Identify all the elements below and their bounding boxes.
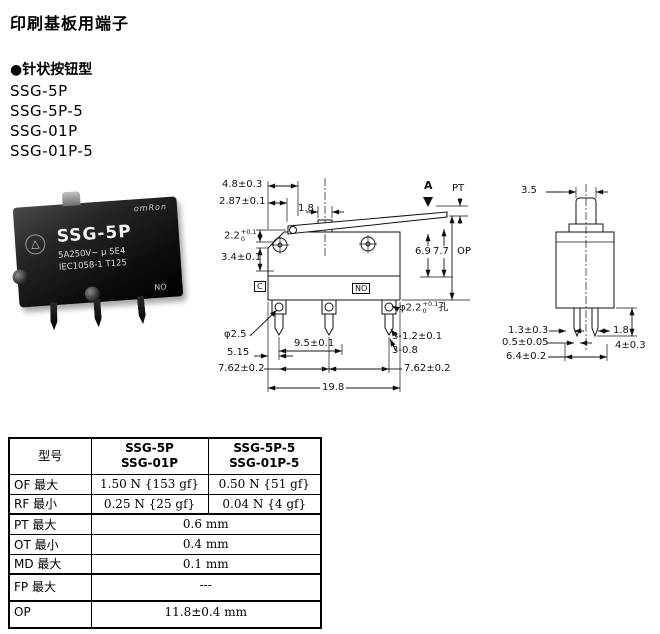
page-title: 印刷基板用端子 [10, 14, 130, 33]
front-view [267, 178, 448, 337]
spec-label: OT 最小 [8, 533, 92, 555]
dim-label-hole-offset: 3.4±0.1 [221, 252, 262, 263]
table-row-op: OP 11.8±0.4 mm [8, 600, 322, 629]
side-view [555, 184, 615, 350]
spec-value: 0.1 mm [90, 553, 322, 575]
terminal-label-no: NO [352, 283, 371, 294]
dim-label-pin-offset: 1.3±0.3 [508, 325, 549, 336]
dim-label-height-inner: 6.9 [413, 246, 433, 258]
spec-label: MD 最大 [8, 553, 92, 575]
model-name-1: SSG-5P [10, 82, 68, 100]
table-header-model: 型号 [8, 437, 92, 475]
table-row-fp: FP 最大 --- [8, 573, 322, 602]
table-row-ot: OT 最小 0.4 mm [8, 533, 322, 555]
terminal-label-c: C [254, 281, 266, 292]
model-name-3: SSG-01P [10, 122, 78, 140]
spec-value: 1.50 N {153 gf} [90, 473, 209, 495]
spec-value: 0.4 mm [90, 533, 322, 555]
spec-value: 0.6 mm [90, 513, 322, 535]
spec-label: OF 最大 [8, 473, 92, 495]
dim-label-terminal-width: 3-1.2±0.1 [392, 331, 443, 342]
table-row-of: OF 最大 1.50 N {153 gf} 0.50 N {51 gf} [8, 473, 322, 495]
spec-value: 0.25 N {25 gf} [90, 493, 209, 515]
dim-label-body-depth: 6.4±0.2 [506, 351, 547, 362]
spec-value: 0.04 N {4 gf} [207, 493, 322, 515]
model-name-2: SSG-5P-5 [10, 102, 84, 120]
table-row-rf: RF 最小 0.25 N {25 gf} 0.04 N {4 gf} [8, 493, 322, 515]
spec-label: PT 最大 [8, 513, 92, 535]
dim-label-first-terminal: 5.15 [227, 347, 250, 358]
dim-label-plunger-width: 1.8 [298, 203, 314, 214]
dim-label-pin-thickness: 0.5±0.05 [502, 337, 549, 348]
dim-label-top-width2: 2.87±0.1 [219, 196, 266, 207]
pt-label: PT [452, 183, 465, 194]
spec-label: FP 最大 [8, 573, 92, 602]
dim-label-button: 3.5 [521, 185, 537, 196]
dim-label-pitch-left: 7.62±0.2 [218, 363, 265, 374]
section-marker-a: A [424, 179, 433, 192]
dim-label-overall-width: 19.8 [320, 382, 347, 394]
extension-lines [256, 181, 637, 392]
spec-value: 0.50 N {51 gf} [207, 473, 322, 495]
section-heading: ●针状按钮型 [10, 62, 93, 78]
dim-label-terminal-hole: φ2.5 [224, 329, 247, 340]
dim-label-pitch-right: 7.62±0.2 [404, 363, 451, 374]
dim-label-terminal-thickness: 3-0.8 [392, 345, 418, 356]
model-name-4: SSG-01P-5 [10, 142, 94, 160]
table-row-pt: PT 最大 0.6 mm [8, 513, 322, 535]
table-row-md: MD 最大 0.1 mm [8, 553, 322, 575]
dim-label-hole-pitch: 9.5±0.1 [294, 338, 335, 349]
op-label: OP [457, 246, 471, 257]
dim-label-height-outer: 7.7 [431, 246, 451, 258]
spec-value: 11.8±0.4 mm [90, 600, 322, 629]
spec-label: RF 最小 [8, 493, 92, 515]
spec-value: --- [90, 573, 322, 602]
dim-label-side-right: 1.8 [613, 325, 629, 336]
dim-label-pin-length: 4±0.3 [615, 340, 646, 351]
dim-label-top-width: 4.8±0.3 [222, 179, 263, 190]
spec-label: OP [8, 600, 92, 629]
